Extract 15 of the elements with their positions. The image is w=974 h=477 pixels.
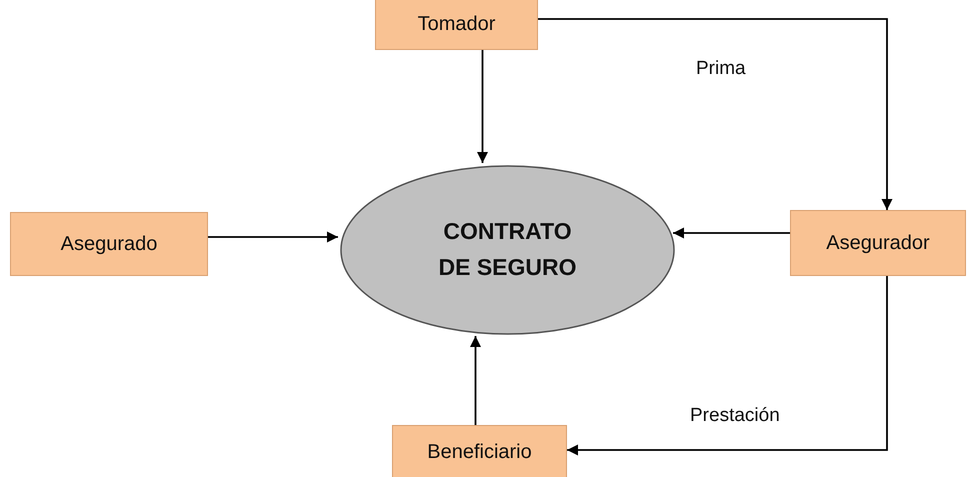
role-box [392,425,567,477]
node-label: Asegurador [826,232,930,254]
node-label: Asegurado [60,232,158,256]
node-label: CONTRATO DE SEGURO [437,217,578,282]
node-label: Tomador [418,12,496,36]
arrow [470,336,481,425]
arrow [567,276,888,456]
role-box [375,0,538,50]
node-label: Beneficiario [427,440,532,464]
arrow [477,50,488,163]
arrow [208,232,338,242]
arrow [673,228,790,238]
arrow [538,18,892,210]
role-box [790,210,966,276]
role-box [10,212,208,276]
